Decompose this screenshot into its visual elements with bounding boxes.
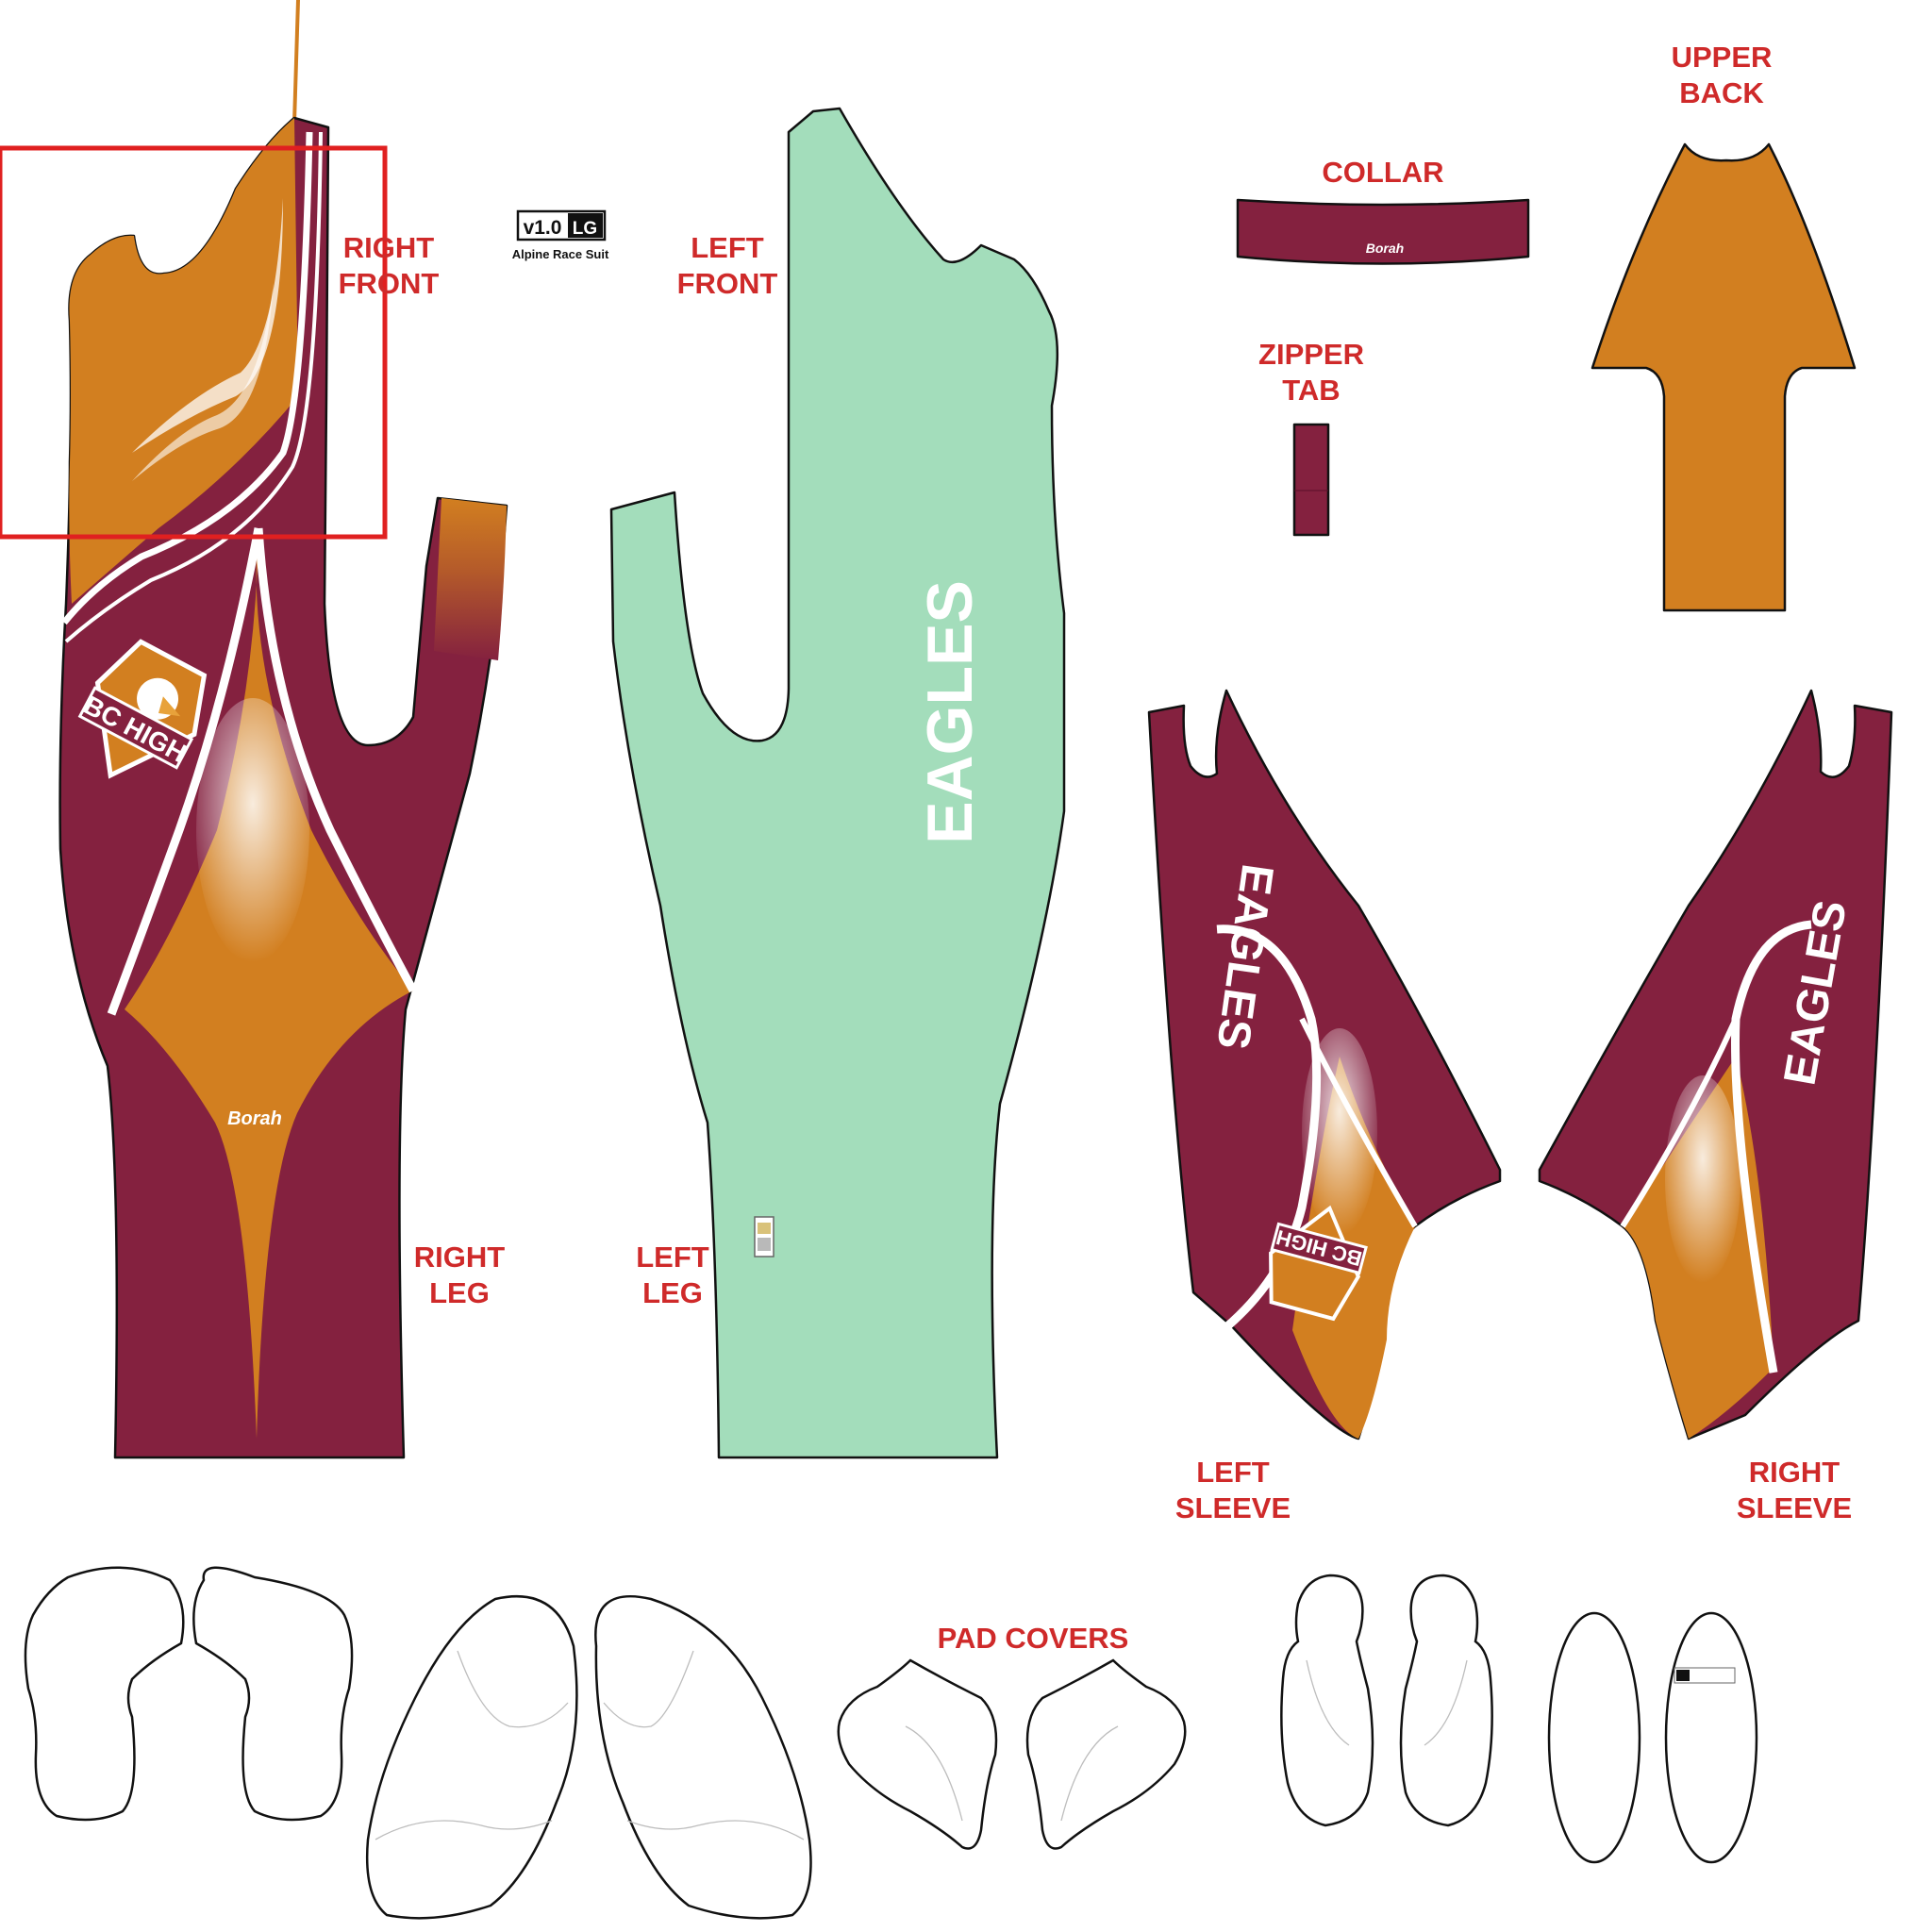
label-right-sleeve-1: RIGHT — [1749, 1456, 1840, 1489]
left-front-body — [609, 107, 1066, 1459]
label-right-front-2: FRONT — [339, 267, 440, 300]
collar-piece[interactable]: Borah — [1236, 198, 1530, 265]
right-sleeve-stripe — [1731, 920, 1812, 1374]
chest-swoosh — [132, 198, 283, 453]
bc-high-logo: BC HIGH — [77, 639, 208, 779]
label-collar: COLLAR — [1322, 156, 1443, 189]
eagles-wordmark: EAGLES — [914, 580, 986, 844]
pad-kidney-right — [192, 1566, 354, 1822]
label-upper-back-1: UPPER — [1672, 41, 1773, 74]
chest-stripe — [64, 131, 323, 643]
label-left-leg-1: LEFT — [636, 1241, 709, 1274]
right-front-orange-chest — [69, 118, 298, 604]
left-sleeve-piece[interactable]: EAGLES BC HIGH — [1147, 689, 1502, 1441]
label-right-leg-1: RIGHT — [414, 1241, 506, 1274]
zipper-tab-piece[interactable] — [1292, 423, 1330, 537]
labels: RIGHT FRONT LEFT FRONT COLLAR ZIPPER TAB… — [339, 41, 1853, 1655]
left-sleeve-logo: BC HIGH — [1269, 1205, 1368, 1322]
left-sleeve-sheen — [1302, 1028, 1377, 1236]
right-leg-orange-diamond — [125, 528, 413, 1439]
collar-brand: Borah — [1366, 241, 1404, 256]
pad-heart-right — [1025, 1658, 1187, 1850]
leg-sheen — [196, 698, 309, 962]
version-subtitle: Alpine Race Suit — [512, 247, 609, 261]
label-left-front-1: LEFT — [691, 231, 764, 264]
zipper-tab-shape — [1292, 423, 1330, 537]
version-badge: v1.0 LG Alpine Race Suit — [512, 209, 609, 261]
right-leg-white-outline — [107, 527, 263, 1016]
label-left-leg-2: LEG — [642, 1276, 703, 1309]
right-front-side-strip — [434, 498, 507, 660]
pad-heart-left — [837, 1658, 998, 1850]
label-zipper-tab-2: TAB — [1282, 374, 1340, 407]
label-upper-back-2: BACK — [1679, 76, 1764, 109]
label-pad-covers: PAD COVERS — [938, 1622, 1129, 1655]
pad-oval-left — [365, 1594, 578, 1920]
right-sleeve-piece[interactable]: EAGLES — [1538, 689, 1893, 1441]
pad-covers[interactable] — [24, 1566, 1758, 1920]
pad-oval-right — [594, 1594, 812, 1920]
label-right-front-1: RIGHT — [343, 231, 435, 264]
pad-peanut-left — [1280, 1574, 1374, 1827]
label-left-sleeve-1: LEFT — [1196, 1456, 1270, 1489]
label-right-leg-2: LEG — [429, 1276, 490, 1309]
label-left-front-2: FRONT — [677, 267, 778, 300]
cut-line — [292, 0, 300, 124]
left-front-leg-piece[interactable]: EAGLES — [609, 107, 1066, 1459]
version-number: v1.0 — [524, 217, 562, 239]
borah-brand: Borah — [227, 1108, 282, 1129]
label-zipper-tab-1: ZIPPER — [1258, 338, 1364, 371]
label-right-sleeve-2: SLEEVE — [1737, 1491, 1852, 1524]
upper-back-piece[interactable] — [1591, 142, 1857, 612]
selection-box[interactable] — [0, 145, 388, 540]
pad-peanut-right — [1399, 1574, 1493, 1827]
pad-small-oval-right — [1664, 1611, 1758, 1864]
right-sleeve-sheen — [1665, 1075, 1740, 1283]
right-front-leg-piece[interactable]: BC HIGH Borah — [58, 0, 508, 1459]
right-leg-white-outline — [254, 527, 417, 993]
version-code: LG — [573, 219, 597, 239]
chest-stripe — [61, 131, 313, 625]
collar-shape — [1236, 198, 1530, 265]
label-left-sleeve-2: SLEEVE — [1175, 1491, 1291, 1524]
pad-small-oval-left — [1547, 1611, 1641, 1864]
upper-back-shape — [1591, 142, 1857, 612]
pad-kidney-left — [24, 1566, 185, 1822]
